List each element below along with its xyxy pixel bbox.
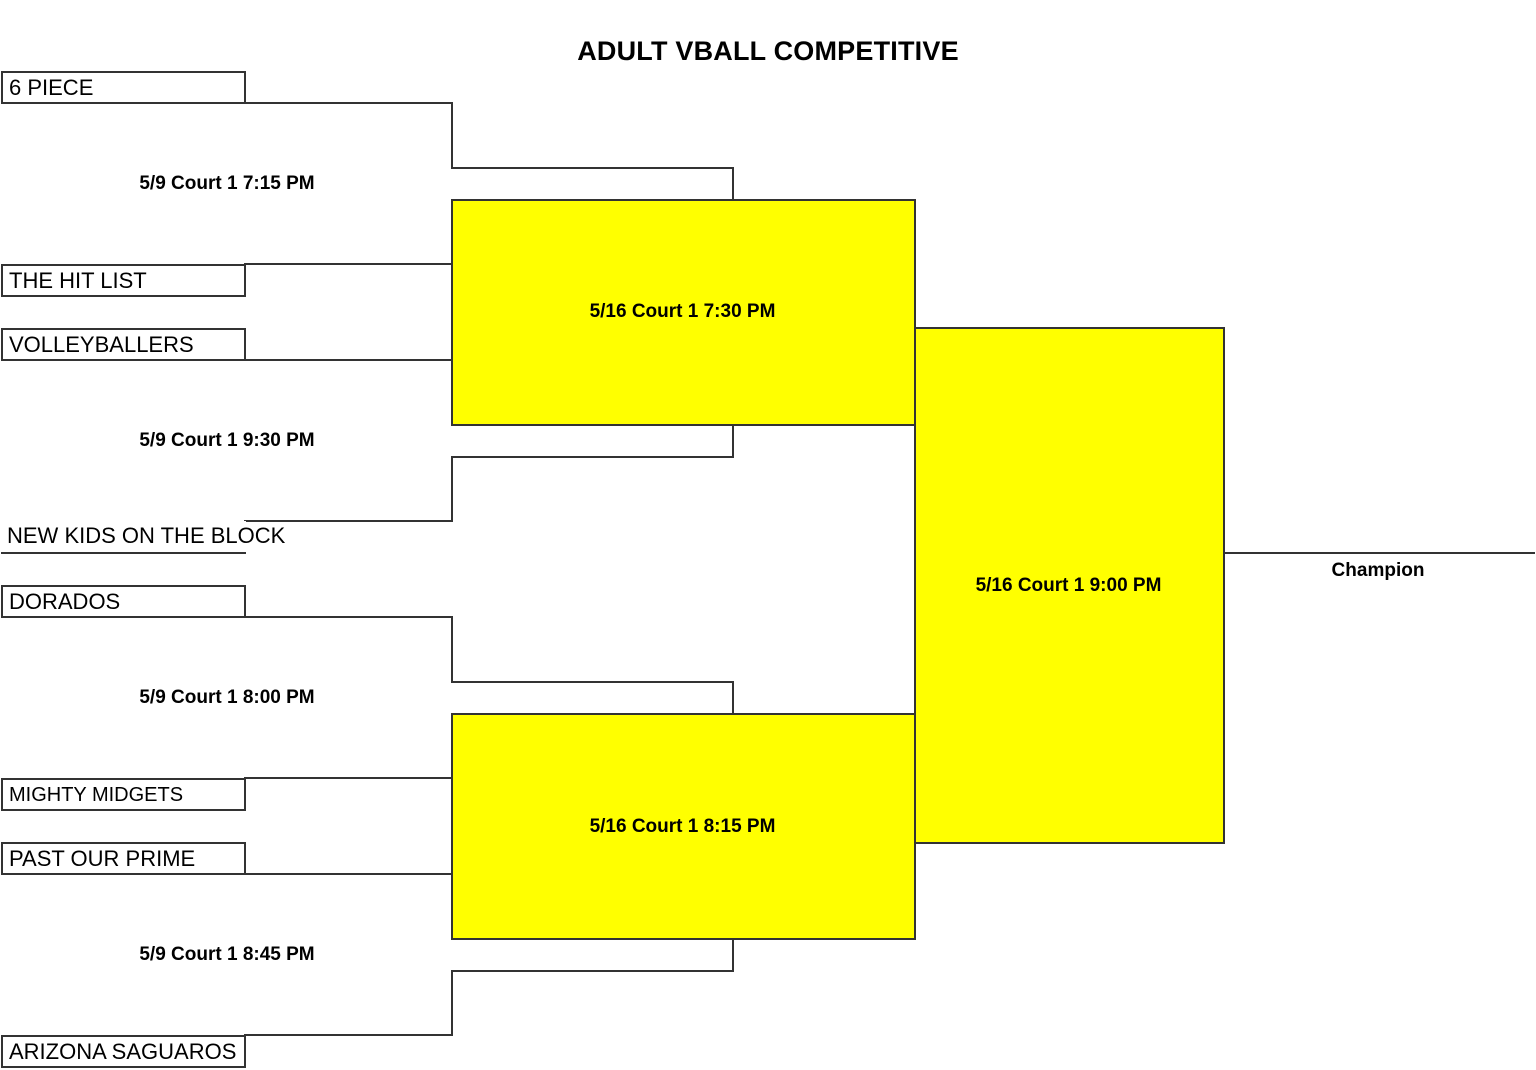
round1-game-3 <box>244 616 453 779</box>
round1-game-4 <box>244 873 453 1036</box>
round1-game-2 <box>244 359 453 522</box>
round1-game-1-label: 5/9 Court 1 7:15 PM <box>139 173 315 194</box>
team-slot-2: THE HIT LIST <box>1 264 246 297</box>
round2-slot-1 <box>451 167 734 202</box>
champion-line <box>1224 552 1535 554</box>
round2-game-1 <box>451 199 916 426</box>
champion-label: Champion <box>1331 560 1425 581</box>
round2-slot-2 <box>451 423 734 458</box>
bracket-title: ADULT VBALL COMPETITIVE <box>577 36 959 66</box>
round1-game-3-label: 5/9 Court 1 8:00 PM <box>139 687 315 708</box>
team-slot-1: 6 PIECE <box>1 71 246 104</box>
team-slot-6: MIGHTY MIDGETS <box>1 778 246 811</box>
round1-game-2-label: 5/9 Court 1 9:30 PM <box>139 430 315 451</box>
round2-game-1-label: 5/16 Court 1 7:30 PM <box>589 301 776 322</box>
team-slot-5: DORADOS <box>1 585 246 618</box>
round2-game-2 <box>451 713 916 940</box>
round1-game-1 <box>244 102 453 265</box>
team-slot-8: ARIZONA SAGUAROS <box>1 1035 246 1068</box>
round2-slot-4 <box>451 937 734 972</box>
round2-slot-3 <box>451 681 734 716</box>
team-slot-4: NEW KIDS ON THE BLOCK <box>1 521 285 554</box>
final-game-label: 5/16 Court 1 9:00 PM <box>975 575 1162 596</box>
round2-game-2-label: 5/16 Court 1 8:15 PM <box>589 816 776 837</box>
team-slot-3: VOLLEYBALLERS <box>1 328 246 361</box>
team-slot-7: PAST OUR PRIME <box>1 842 246 875</box>
final-game <box>914 327 1225 844</box>
round1-game-4-label: 5/9 Court 1 8:45 PM <box>139 944 315 965</box>
